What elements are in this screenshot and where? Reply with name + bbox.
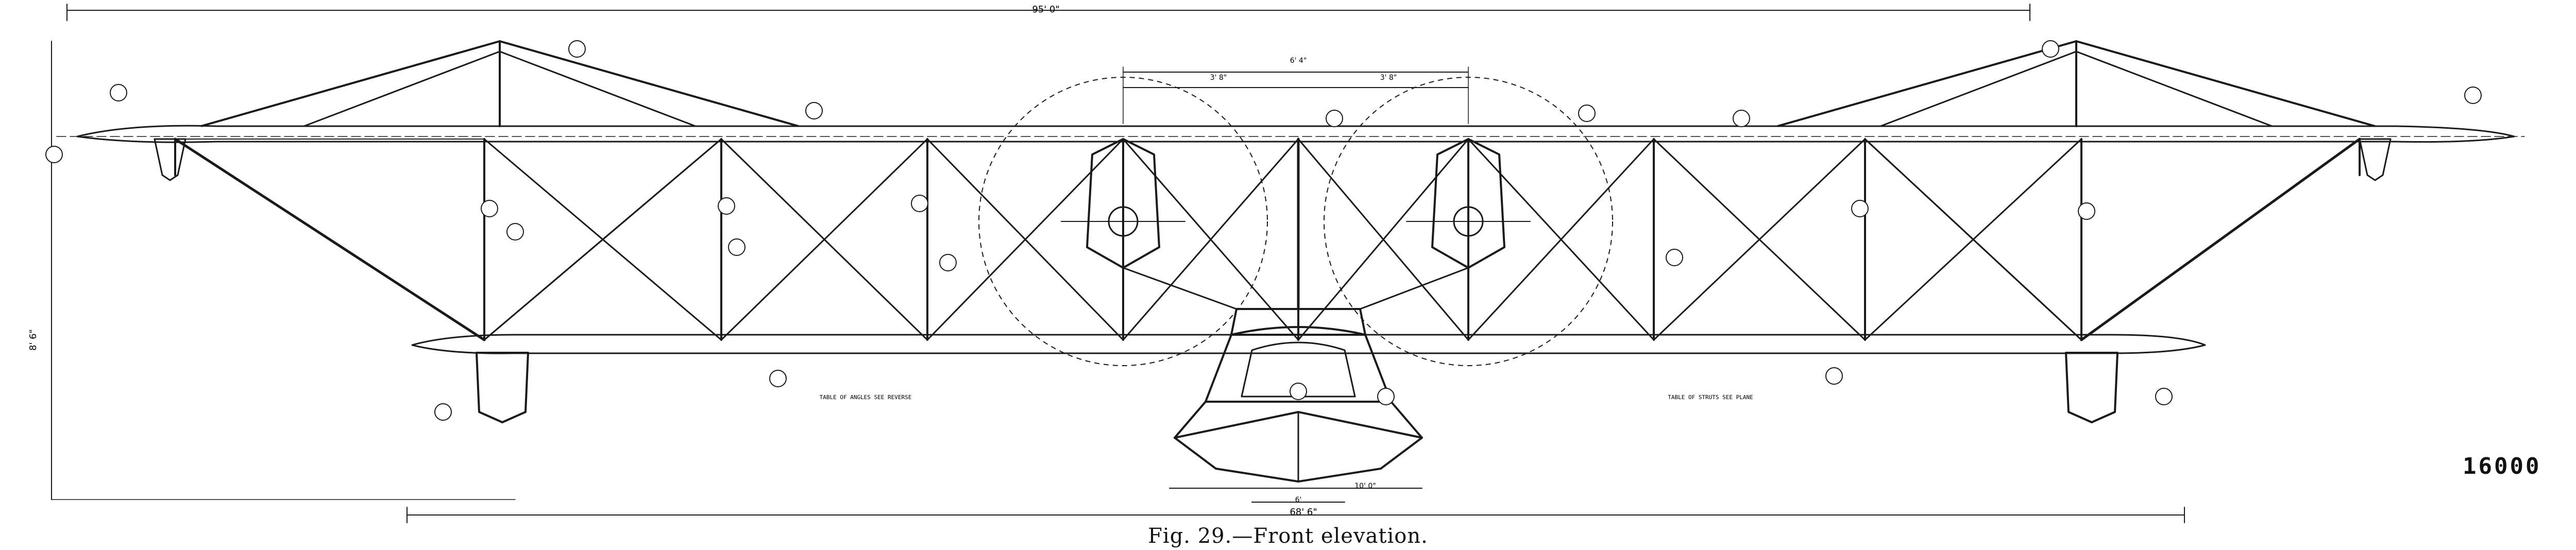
upper-tip-float-right (2359, 138, 2392, 181)
callout-bubble-15 (2464, 87, 2482, 104)
callout-bubble-21 (1825, 367, 1843, 385)
note-left: TABLE OF ANGLES SEE REVERSE (820, 394, 912, 401)
drawing-number: 16000 (2463, 453, 2541, 479)
callout-bubble-5 (481, 200, 498, 217)
left-kingpost-inner (303, 50, 696, 127)
bracing-wire-4b (1122, 138, 1299, 341)
hull-chine-left (1174, 401, 1207, 439)
wing-float-left (476, 352, 529, 423)
center-lower-left-dimension: 3' 8" (1210, 74, 1227, 82)
bracing-wire-6b (1467, 138, 1655, 341)
bracing-wire-5b (1297, 138, 1469, 341)
center-upper-dimension: 6' 4" (1290, 57, 1307, 65)
hull-width-dimension: 10' 0" (1354, 482, 1376, 490)
hull-windshield (1241, 341, 1356, 398)
top-span-dimension: 95' 0" (1032, 4, 1059, 15)
hull-chine-right (1390, 401, 1423, 439)
outer-strut-right (2080, 138, 2361, 341)
callout-bubble-20 (769, 370, 787, 387)
callout-bubble-22 (2155, 388, 2173, 405)
engines (978, 77, 1613, 366)
outer-bracing-right (1864, 138, 2082, 341)
callout-bubble-13 (1733, 110, 1750, 127)
bracing-wire-2b (720, 138, 928, 341)
wing-float-right (2065, 352, 2119, 423)
engine-mount-right (1359, 267, 1469, 310)
hull (1174, 308, 1423, 483)
callout-bubble-9 (728, 238, 745, 256)
right-engine-nacelle (1431, 138, 1505, 269)
left-engine-nacelle (1086, 138, 1160, 269)
bottom-span-dimension: 68' 6" (1290, 507, 1317, 518)
callout-bubble-17 (2078, 202, 2095, 220)
callout-bubble-1 (568, 40, 586, 58)
callout-bubble-11 (1326, 110, 1343, 127)
callout-bubble-6 (718, 197, 735, 215)
callout-bubble-12 (1578, 105, 1596, 122)
callout-bubble-2 (110, 84, 127, 101)
left-engine-propeller-disc (978, 77, 1268, 366)
dimension-lines (51, 4, 2185, 523)
figure-caption: Fig. 29.—Front elevation. (1148, 524, 1428, 548)
right-engine-propeller-disc (1324, 77, 1613, 366)
callout-bubble-23 (434, 403, 452, 421)
engine-mount-left (1122, 267, 1238, 310)
height-dimension: 8' 6" (28, 329, 39, 351)
truss-structure (174, 40, 2376, 341)
callout-bubble-18 (1666, 249, 1683, 266)
callout-bubble-24 (1377, 388, 1395, 405)
bracing-wire-7b (1653, 138, 1866, 341)
wing-floats (154, 138, 2392, 423)
upper-tip-float-left (154, 138, 187, 181)
center-lower-right-dimension: 3' 8" (1380, 74, 1397, 82)
callouts (45, 40, 2482, 421)
callout-bubble-10 (939, 254, 957, 271)
hull-cabin (1205, 326, 1392, 403)
hull-base-dimension: 6' (1295, 496, 1302, 504)
callout-bubble-4 (45, 146, 63, 163)
callout-bubble-3 (805, 102, 823, 119)
upper-wing (76, 125, 2515, 143)
note-right: TABLE OF STRUTS SEE PLANE (1668, 394, 1753, 401)
callout-bubble-8 (506, 223, 524, 240)
outer-bracing-left (483, 138, 722, 341)
callout-bubble-14 (2042, 40, 2059, 58)
callout-bubble-16 (1851, 200, 1869, 217)
wings (56, 125, 2525, 354)
right-kingpost-inner (1880, 50, 2273, 127)
callout-bubble-7 (911, 195, 928, 212)
lower-wing (411, 334, 2206, 354)
outer-strut-left (174, 138, 486, 341)
callout-bubble-19 (1290, 383, 1307, 400)
